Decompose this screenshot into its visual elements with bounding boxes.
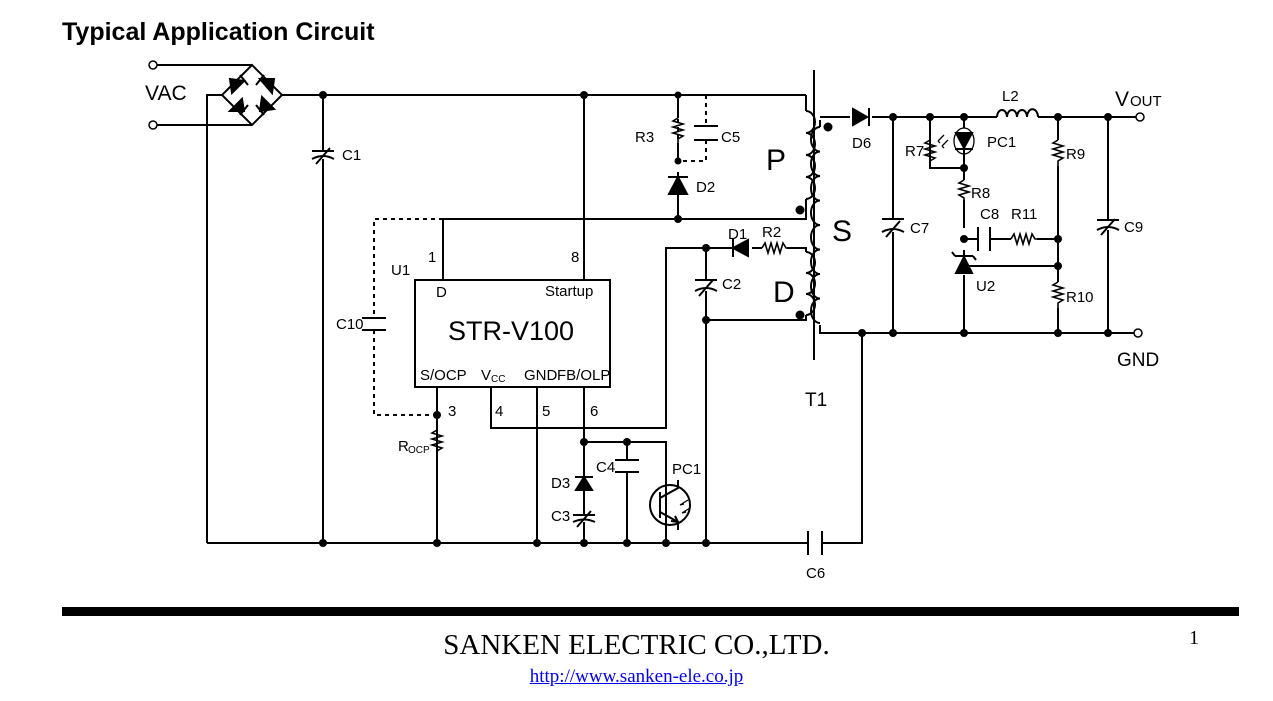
d6-label: D6	[852, 135, 871, 152]
pin3-number: 3	[448, 403, 456, 420]
pin6-number: 6	[590, 403, 598, 420]
gnd-label: GND	[1117, 350, 1159, 371]
pc1-led	[954, 132, 974, 151]
c7-label: C7	[910, 220, 929, 237]
pin5-number: 5	[542, 403, 550, 420]
bridge-rectifier	[220, 63, 284, 127]
d3-label: D3	[551, 475, 570, 492]
pin-gnd-label: GND	[524, 367, 558, 384]
d1-diode	[730, 238, 749, 258]
d6-diode	[852, 107, 870, 127]
r10-resistor	[1050, 281, 1066, 308]
d2-label: D2	[696, 179, 715, 196]
r8-label: R8	[971, 185, 990, 202]
company-name: SANKEN ELECTRIC CO.,LTD.	[443, 629, 830, 661]
vac-terminal-bottom	[148, 120, 158, 130]
u1-label: U1	[391, 262, 410, 279]
bridge-diode-2	[257, 78, 276, 96]
schematic-diagram: VAC C1 R3 C5 D2 P S D D1 R2 C2 U1 C10 1 …	[145, 60, 1162, 582]
page-title: Typical Application Circuit	[62, 18, 375, 46]
r9-label: R9	[1066, 146, 1085, 163]
d2-diode	[667, 174, 689, 195]
c5-label: C5	[721, 129, 740, 146]
r11-resistor	[1010, 231, 1037, 247]
r3-resistor	[670, 117, 686, 144]
pin-vcc-sub: CC	[491, 374, 505, 385]
website-link[interactable]: http://www.sanken-ele.co.jp	[529, 666, 744, 687]
junction-dots	[319, 91, 1112, 547]
r8-resistor	[956, 179, 972, 200]
t1-label: T1	[805, 390, 827, 411]
pc1-secondary-label: PC1	[987, 134, 1016, 151]
pin-vcc-label: V	[481, 367, 491, 384]
pin-fbolp-label: FB/OLP	[557, 367, 610, 384]
c10-label: C10	[336, 316, 364, 333]
d3-diode	[574, 475, 594, 491]
d-winding-label: D	[773, 276, 795, 309]
vout-sub: OUT	[1130, 93, 1162, 110]
bridge-diode-3	[227, 96, 246, 112]
pin1-number: 1	[428, 249, 436, 266]
aux-winding	[805, 251, 816, 316]
pin-startup-label: Startup	[545, 283, 593, 300]
d1-label: D1	[728, 226, 747, 243]
footer-divider	[62, 607, 1239, 616]
r3-label: R3	[635, 129, 654, 146]
vac-label: VAC	[145, 82, 187, 105]
rocp-label: R	[398, 438, 409, 455]
c10-capacitor	[362, 317, 386, 331]
c8-capacitor	[977, 227, 991, 251]
pc1-primary-label: PC1	[672, 461, 701, 478]
bridge-diode-1	[228, 77, 247, 96]
c4-label: C4	[596, 459, 615, 476]
p-winding-label: P	[766, 144, 786, 177]
c9-label: C9	[1124, 219, 1143, 236]
r11-label: R11	[1011, 206, 1037, 223]
pin8-number: 8	[571, 249, 579, 266]
transformer-t1	[805, 110, 821, 324]
vac-terminal-top	[148, 60, 158, 70]
pin-socp-label: S/OCP	[420, 367, 467, 384]
c2-label: C2	[722, 276, 741, 293]
c5-capacitor	[694, 125, 718, 141]
pin4-number: 4	[495, 403, 503, 420]
r7-resistor	[922, 139, 938, 162]
website-link-wrapper: http://www.sanken-ele.co.jp	[0, 666, 1273, 688]
c6-label: C6	[806, 565, 825, 582]
r9-resistor	[1050, 139, 1066, 166]
r2-label: R2	[762, 224, 781, 241]
pc1-phototransistor	[649, 480, 691, 530]
c3-label: C3	[551, 508, 570, 525]
c1-label: C1	[342, 147, 361, 164]
pin-d-label: D	[436, 284, 447, 301]
ic-stroke	[414, 279, 611, 388]
s-winding-label: S	[832, 215, 852, 248]
l2-label: L2	[1002, 88, 1019, 105]
vout-terminal	[1135, 112, 1145, 122]
r7-label: R7	[905, 143, 924, 160]
r10-label: R10	[1066, 289, 1094, 306]
vout-label: V	[1115, 88, 1129, 111]
c4-capacitor	[615, 459, 639, 473]
rocp-sub: OCP	[408, 445, 430, 456]
u2-label: U2	[976, 278, 995, 295]
bridge-diode-4	[258, 94, 277, 113]
l2-inductor	[996, 108, 1039, 118]
rocp-resistor	[429, 429, 445, 452]
secondary-winding	[810, 126, 821, 324]
ic-part-number: STR-V100	[448, 316, 574, 346]
r2-resistor	[761, 240, 787, 256]
c8-label: C8	[980, 206, 999, 223]
gnd-terminal	[1133, 328, 1143, 338]
page-number: 1	[1189, 627, 1199, 649]
u2-shunt-regulator	[954, 254, 974, 274]
